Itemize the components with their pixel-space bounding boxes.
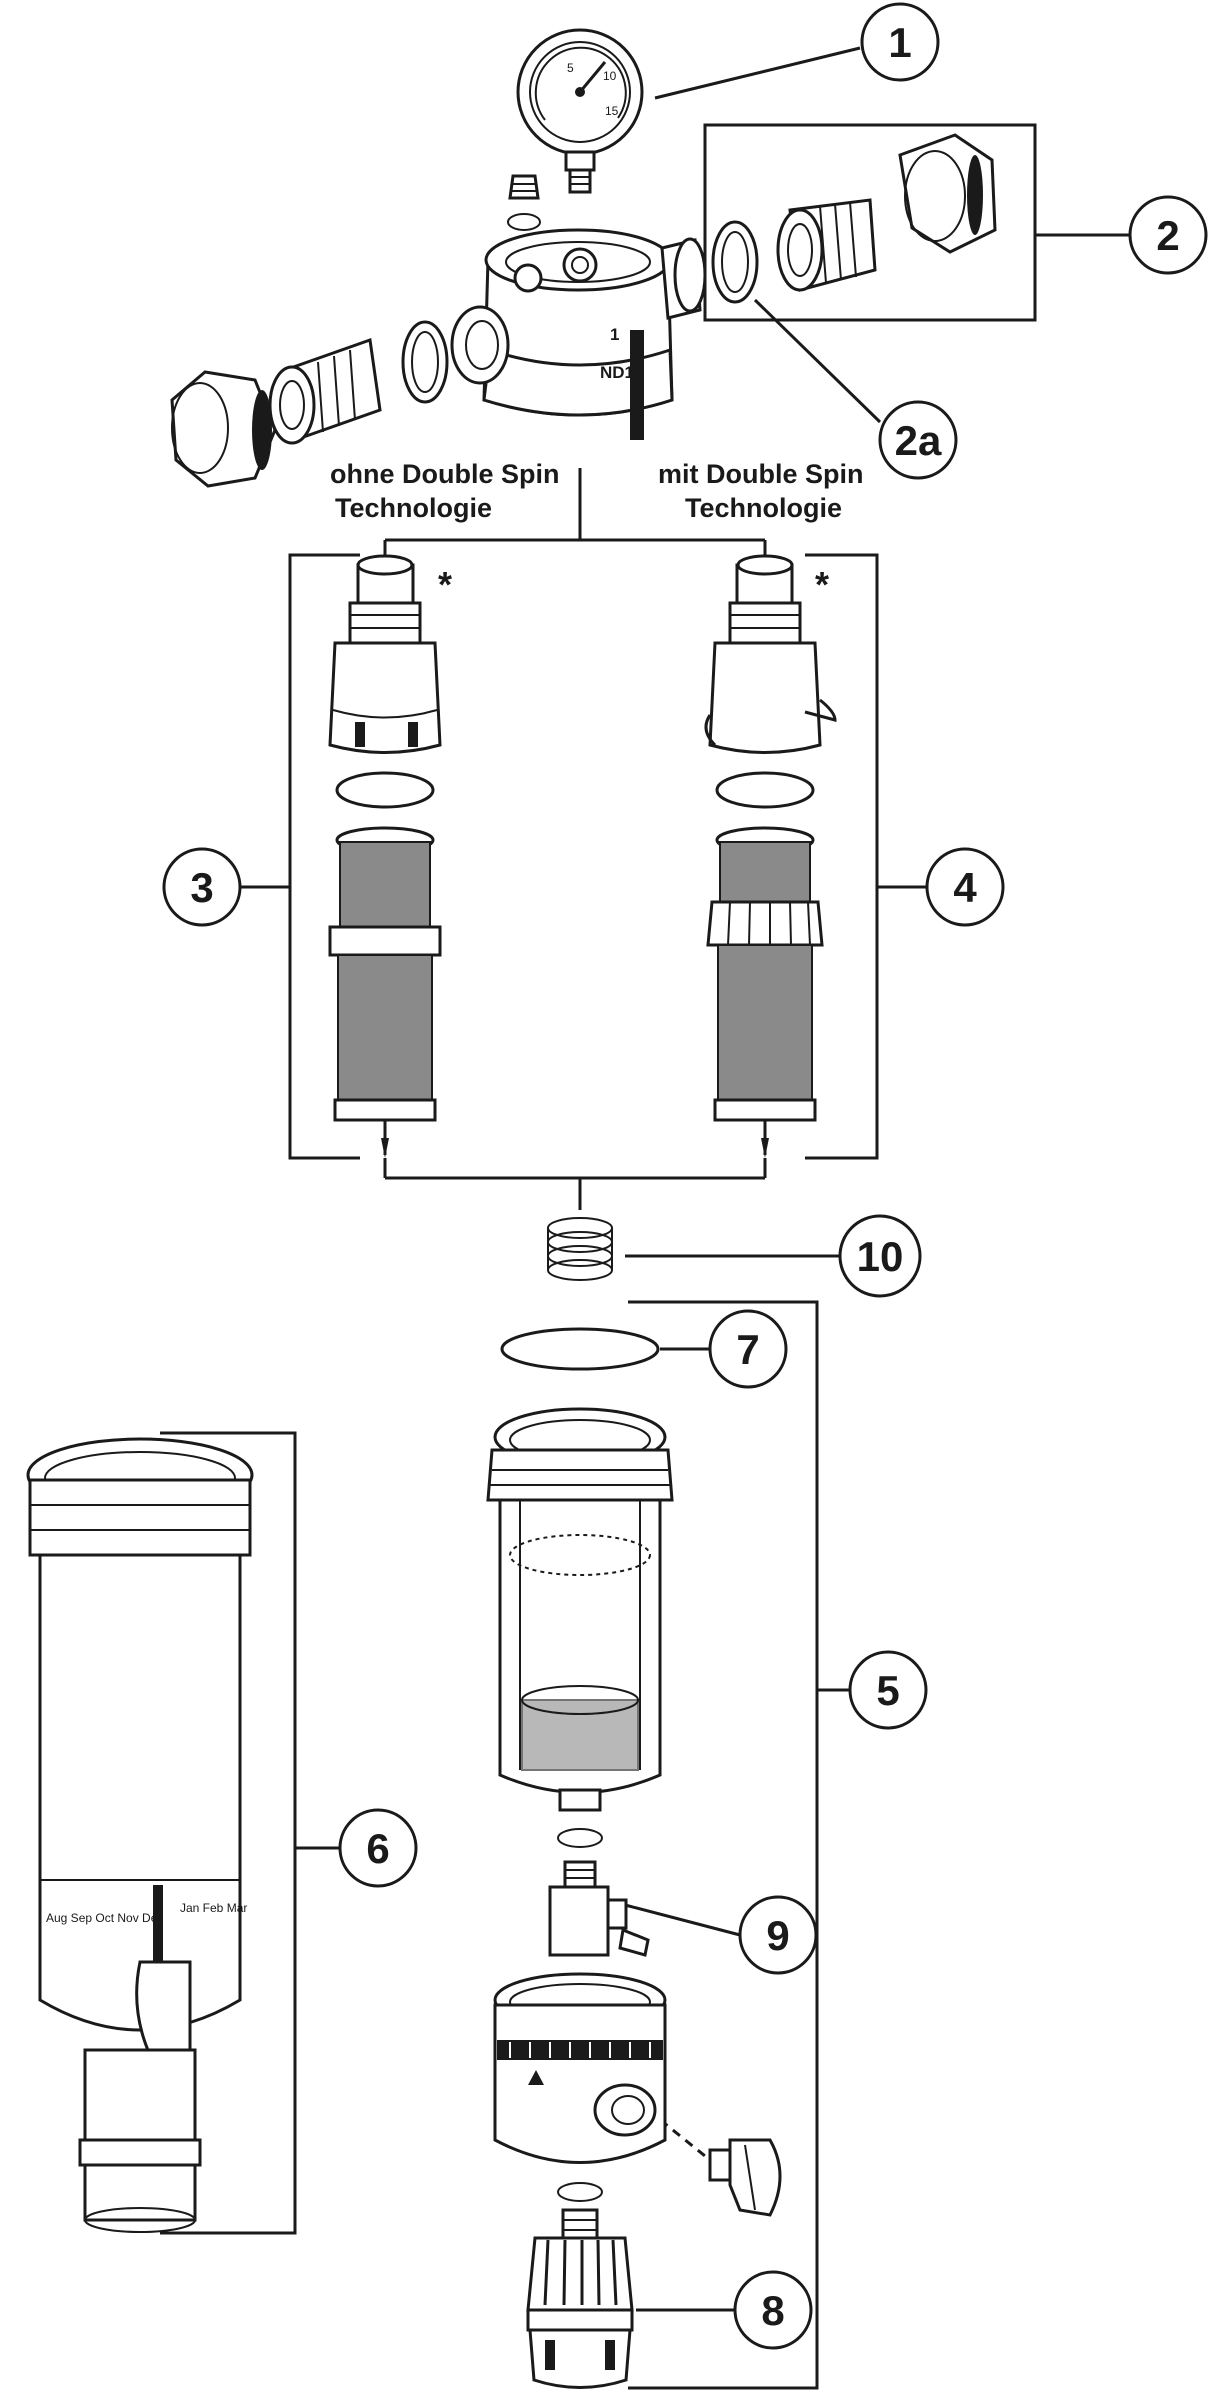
transparent-bowl [486, 1407, 674, 1812]
svg-text:1: 1 [888, 19, 911, 66]
callout-3: 3 [162, 847, 242, 927]
svg-text:9: 9 [766, 1912, 789, 1959]
svg-text:3: 3 [190, 864, 213, 911]
callout-5: 5 [848, 1650, 928, 1730]
asterisk-right: * [815, 564, 829, 605]
callout-bubbles: 1 2 2a 3 4 5 6 7 8 9 10 [162, 2, 1208, 2350]
o-ring-large [500, 1327, 660, 1371]
right-union-fittings [711, 133, 997, 304]
callout-1: 1 [860, 2, 940, 82]
callout-8: 8 [733, 2270, 813, 2350]
gauge-mark-10: 10 [603, 69, 617, 83]
callout-9: 9 [738, 1895, 818, 1975]
svg-text:8: 8 [761, 2287, 784, 2334]
housing-mark-nd16: ND16 [600, 363, 643, 382]
label-mit-double-spin: mit Double Spin [658, 459, 864, 489]
rinse-cartridge [526, 2208, 634, 2389]
asterisk-left: * [438, 564, 452, 605]
o-ring-small-lower [557, 2182, 603, 2202]
filter-head-housing: 1 ND16 [450, 228, 707, 440]
pressure-gauge: 5 10 15 [516, 28, 644, 194]
callout-4: 4 [925, 847, 1005, 927]
leader-lines [160, 46, 1130, 2390]
o-ring-small-upper [557, 1828, 603, 1848]
svg-text:7: 7 [736, 1326, 759, 1373]
gauge-mark-15: 15 [605, 104, 619, 118]
svg-text:4: 4 [953, 864, 977, 911]
callout-6: 6 [338, 1808, 418, 1888]
label-ohne-double-spin: ohne Double Spin [330, 459, 560, 489]
spring [547, 1217, 613, 1281]
filter-insert-left: * [328, 554, 452, 1158]
svg-text:2a: 2a [895, 417, 942, 464]
drain-valve [548, 1860, 650, 1957]
callout-2a: 2a [878, 400, 958, 480]
svg-text:6: 6 [366, 1825, 389, 1872]
lower-housing [493, 1972, 667, 2164]
gauge-mark-5: 5 [567, 61, 574, 75]
bowl-sleeve: Aug Sep Oct Nov Dez Jan Feb Mar [26, 1437, 254, 2233]
callout-10: 10 [838, 1214, 922, 1298]
svg-text:2: 2 [1156, 212, 1179, 259]
sleeve-months-left: Aug Sep Oct Nov Dez [46, 1911, 163, 1925]
svg-text:10: 10 [857, 1233, 904, 1280]
filter-insert-right: * [704, 554, 837, 1158]
plug-screw [507, 174, 541, 231]
callout-7: 7 [708, 1309, 788, 1389]
left-union-fittings [170, 320, 449, 488]
sleeve-months-right: Jan Feb Mar [180, 1901, 247, 1915]
svg-text:5: 5 [876, 1667, 899, 1714]
label-ohne-technologie: Technologie [335, 493, 492, 523]
housing-mark-1: 1 [610, 325, 619, 344]
label-mit-technologie: Technologie [685, 493, 842, 523]
knob-cap [708, 2138, 782, 2217]
callout-2: 2 [1128, 195, 1208, 275]
